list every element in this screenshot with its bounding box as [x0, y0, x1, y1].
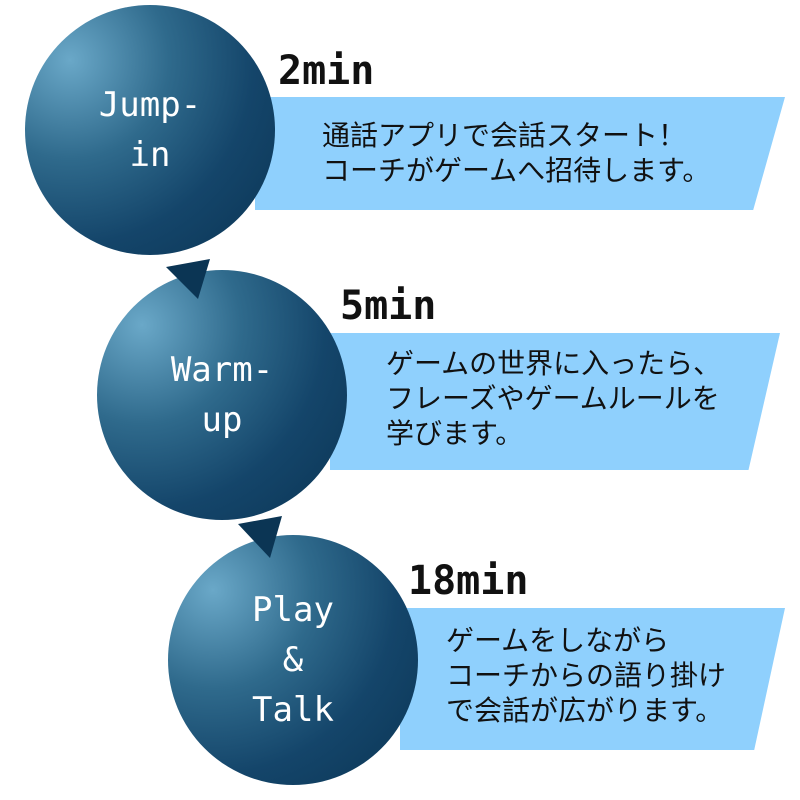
- step-label-line: up: [201, 400, 243, 440]
- step-2-description: ゲームの世界に入ったら、 フレーズやゲームルールを 学びます。: [386, 346, 721, 451]
- step-label-line: Talk: [252, 690, 334, 730]
- step-label-line: Jump-: [98, 85, 202, 125]
- description-line: フレーズやゲームルールを: [386, 382, 720, 415]
- step-3-description: ゲームをしながら コーチからの語り掛け で会話が広がります。: [446, 623, 726, 728]
- step-3-circle: Play & Talk: [168, 535, 418, 785]
- step-label-line: Warm-: [170, 350, 274, 390]
- description-line: コーチがゲームへ招待します。: [322, 154, 711, 187]
- description-line: コーチからの語り掛け: [446, 659, 727, 692]
- description-line: 学びます。: [386, 417, 524, 450]
- step-1-duration: 2min: [278, 48, 375, 94]
- step-2-duration: 5min: [340, 283, 437, 329]
- description-line: ゲームをしながら: [446, 624, 670, 657]
- step-1-banner: [255, 97, 785, 210]
- step-3-duration: 18min: [408, 558, 529, 604]
- step-label-line: in: [129, 135, 171, 175]
- step-label-line: &: [282, 640, 304, 680]
- step-1-description: 通話アプリで会話スタート！ コーチがゲームへ招待します。: [322, 118, 710, 188]
- step-2-circle: Warm- up: [97, 270, 347, 520]
- description-line: で会話が広がります。: [446, 694, 724, 727]
- arrow-down-icon: [166, 259, 210, 299]
- step-label-line: Play: [252, 590, 334, 630]
- description-line: 通話アプリで会話スタート！: [322, 119, 687, 152]
- arrow-down-icon: [238, 516, 282, 558]
- description-line: ゲームの世界に入ったら、: [386, 347, 722, 380]
- step-2-banner: [330, 333, 780, 470]
- step-1-circle: Jump- in: [25, 5, 275, 255]
- step-3-banner: [400, 608, 785, 750]
